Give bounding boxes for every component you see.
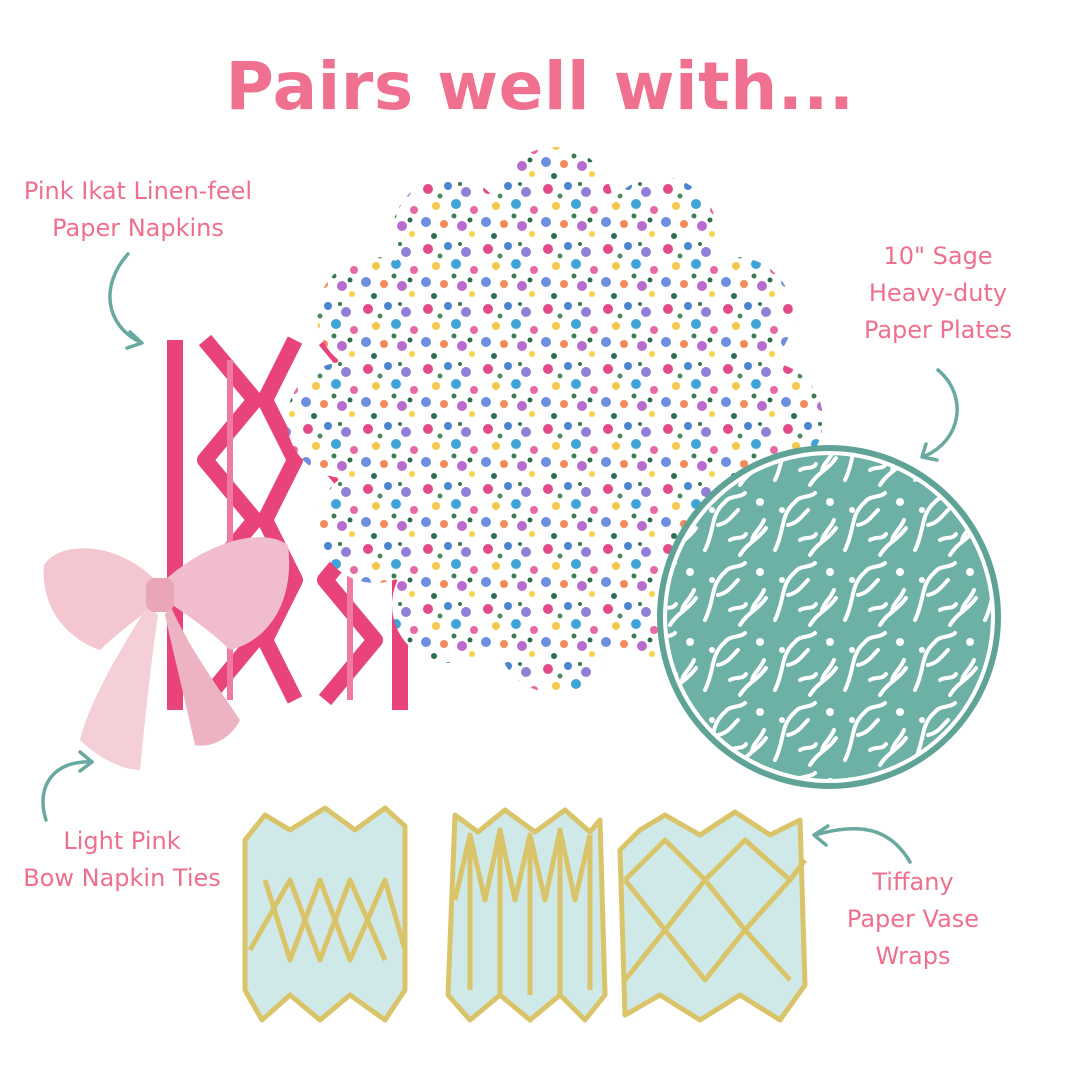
label-plates-line2: Heavy-duty — [868, 279, 1008, 307]
label-napkins-line1: Pink Ikat Linen-feel — [23, 177, 253, 205]
label-plates-line3: Paper Plates — [863, 316, 1013, 344]
arrow-plates — [920, 368, 959, 462]
arrow-napkins — [108, 252, 144, 350]
sage-paper-plate-image — [657, 445, 1001, 789]
label-vases-line3: Wraps — [875, 942, 951, 970]
label-ties: Light Pink Bow Napkin Ties — [0, 823, 244, 897]
label-napkins: Pink Ikat Linen-feel Paper Napkins — [0, 173, 276, 247]
page-title: Pairs well with... — [225, 48, 855, 125]
arrow-vases — [812, 824, 912, 864]
vase-wraps-image — [242, 805, 808, 1023]
pink-bow-image — [43, 537, 290, 770]
label-vases-line1: Tiffany — [872, 868, 954, 896]
label-ties-line1: Light Pink — [63, 827, 181, 855]
label-napkins-line2: Paper Napkins — [52, 214, 224, 242]
label-vases: Tiffany Paper Vase Wraps — [818, 864, 1008, 975]
label-ties-line2: Bow Napkin Ties — [23, 864, 221, 892]
label-plates: 10" Sage Heavy-duty Paper Plates — [836, 238, 1040, 349]
arrow-ties — [41, 750, 94, 822]
label-vases-line2: Paper Vase — [846, 905, 980, 933]
label-plates-line1: 10" Sage — [883, 242, 993, 270]
